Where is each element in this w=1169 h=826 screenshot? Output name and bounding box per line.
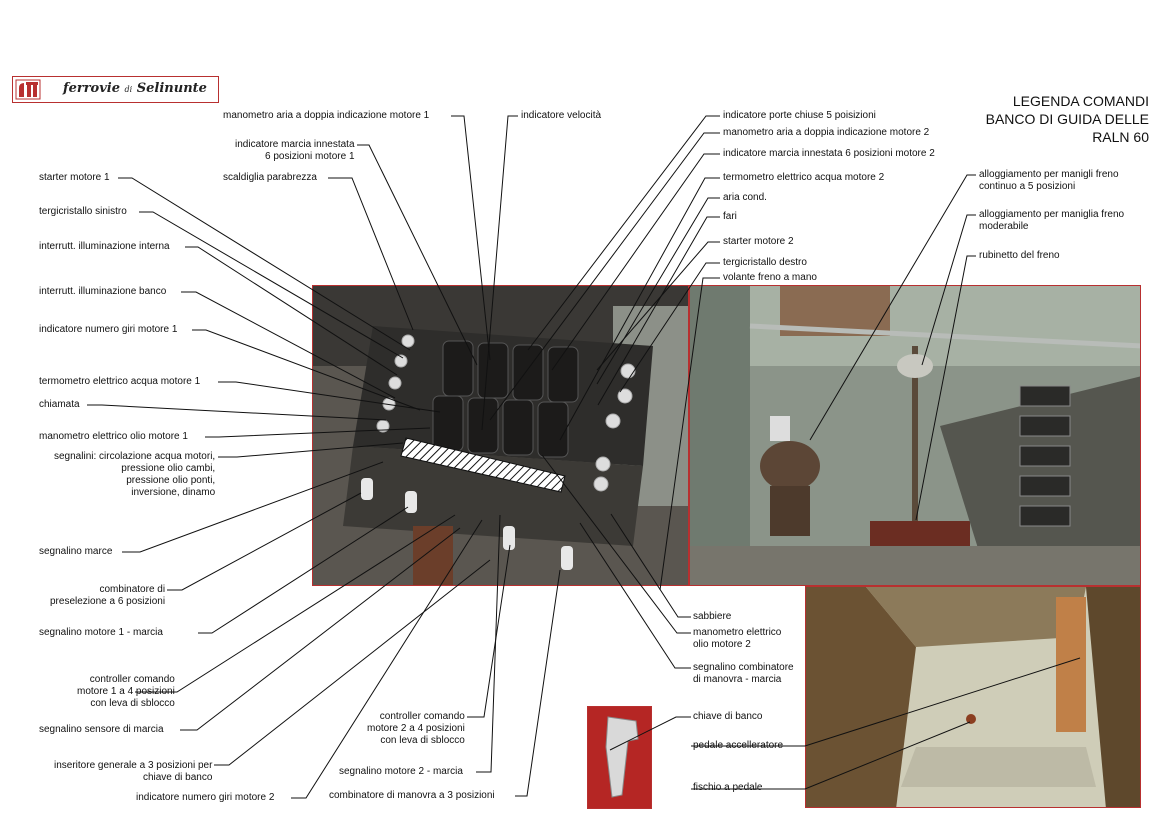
label-segnalino-combinatore: segnalino combinatore di manovra - marci… — [693, 662, 794, 685]
label-segnalini: segnalini: circolazione acqua motori, pr… — [54, 451, 216, 498]
label-giri-motore-1: indicatore numero giri motore 1 — [39, 324, 178, 335]
label-segnalino-marce: segnalino marce — [39, 546, 113, 557]
brake-image — [690, 286, 1140, 585]
label-manometro-aria-1: manometro aria a doppia indicazione moto… — [223, 110, 430, 121]
label-segnalino-motore-1: segnalino motore 1 - marcia — [39, 627, 163, 638]
label-illuminazione-banco: interrutt. illuminazione banco — [39, 286, 167, 297]
pedals-image — [806, 587, 1140, 807]
label-chiamata: chiamata — [39, 399, 80, 410]
label-indicatore-porte: indicatore porte chiuse 5 poisizioni — [723, 110, 876, 121]
label-segnalino-motore-2: segnalino motore 2 - marcia — [339, 766, 463, 777]
photo-console — [312, 285, 689, 586]
label-chiave-banco: chiave di banco — [693, 711, 763, 722]
label-tergicristallo-destro: tergicristallo destro — [723, 257, 807, 268]
label-giri-motore-2: indicatore numero giri motore 2 — [136, 792, 275, 803]
label-fischio: fischio a pedale — [693, 782, 763, 793]
label-scaldiglia: scaldiglia parabrezza — [223, 172, 317, 183]
label-indicatore-velocita: indicatore velocità — [521, 110, 602, 121]
photo-pedals — [805, 586, 1141, 808]
label-inseritore: inseritore generale a 3 posizioni per ch… — [54, 760, 213, 783]
label-segnalino-sensore: segnalino sensore di marcia — [39, 724, 164, 735]
label-alloggiamento-moderabile: alloggiamento per maniglia freno moderab… — [979, 209, 1125, 232]
photo-brake — [689, 285, 1141, 586]
label-fari: fari — [723, 211, 737, 222]
label-starter-1: starter motore 1 — [39, 172, 110, 183]
label-marcia-innestata-2: indicatore marcia innestata 6 posizioni … — [723, 148, 935, 159]
label-marcia-innestata-1: indicatore marcia innestata 6 posizioni … — [235, 139, 355, 162]
logo: ferrovie di Selinunte — [12, 76, 219, 103]
label-pedale-acceleratore: pedale accelleratore — [693, 740, 784, 751]
label-combinatore-manovra: combinatore di manovra a 3 posizioni — [329, 790, 495, 801]
label-rubinetto: rubinetto del freno — [979, 250, 1060, 261]
label-alloggiamento-continuo: alloggiamento per manigli freno continuo… — [979, 169, 1119, 192]
label-tergicristallo-sinistro: tergicristallo sinistro — [39, 206, 127, 217]
label-termometro-acqua-1: termometro elettrico acqua motore 1 — [39, 376, 201, 387]
label-controller-1: controller comando motore 1 a 4 posizion… — [77, 674, 175, 709]
logo-text: ferrovie di Selinunte — [63, 81, 207, 96]
label-aria-cond: aria cond. — [723, 192, 767, 203]
console-image — [313, 286, 688, 585]
photo-key — [587, 706, 652, 809]
label-volante-freno: volante freno a mano — [723, 272, 817, 283]
page-title: LEGENDA COMANDI BANCO DI GUIDA DELLE RAL… — [985, 93, 1149, 145]
label-manometro-aria-2: manometro aria a doppia indicazione moto… — [723, 127, 930, 138]
label-manometro-olio-2: manometro elettrico olio motore 2 — [693, 627, 782, 650]
label-manometro-olio-1: manometro elettrico olio motore 1 — [39, 431, 188, 442]
label-sabbiere: sabbiere — [693, 611, 732, 622]
key-icon — [588, 707, 651, 808]
label-controller-2: controller comando motore 2 a 4 posizion… — [367, 711, 465, 746]
railway-logo-icon — [15, 79, 41, 100]
label-combinatore-preselezione: combinatore di preselezione a 6 posizion… — [50, 584, 166, 607]
label-starter-2: starter motore 2 — [723, 236, 794, 247]
label-termometro-acqua-2: termometro elettrico acqua motore 2 — [723, 172, 885, 183]
label-illuminazione-interna: interrutt. illuminazione interna — [39, 241, 170, 252]
